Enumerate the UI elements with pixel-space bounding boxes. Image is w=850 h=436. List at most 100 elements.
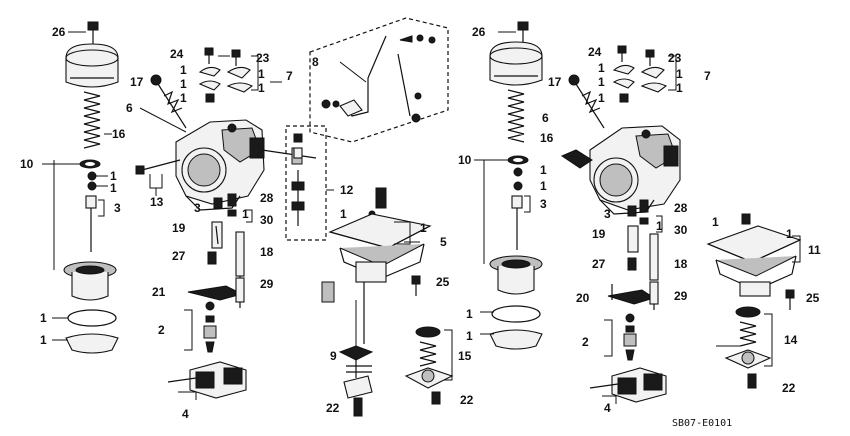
screws-clips-right (612, 45, 677, 103)
label-14: 14 (784, 333, 798, 347)
label-23-left: 23 (256, 51, 270, 65)
label-1-right-k: 1 (466, 307, 473, 321)
jets-right (627, 199, 663, 281)
label-16-right: 16 (540, 131, 554, 145)
adjust-screw-right (568, 74, 605, 129)
label-8: 8 (312, 55, 319, 69)
screws-clips-left (198, 47, 259, 103)
label-1-left-i: 1 (340, 207, 347, 221)
label-24-right: 24 (588, 45, 602, 59)
label-27-right: 27 (592, 257, 606, 271)
label-5: 5 (440, 235, 447, 249)
label-19-left: 19 (172, 221, 186, 235)
label-22-right: 22 (782, 381, 796, 395)
label-1-left-e: 1 (258, 81, 265, 95)
label-1-left-l: 1 (40, 333, 47, 347)
label-1-right-g: 1 (540, 179, 547, 193)
label-1-left-k: 1 (40, 311, 47, 325)
screw-25-left (411, 275, 421, 296)
pump-14-right (716, 306, 773, 389)
label-26-left: 26 (52, 25, 66, 39)
label-1-right-l: 1 (466, 329, 473, 343)
label-1-right-a: 1 (598, 61, 605, 75)
label-20: 20 (576, 291, 590, 305)
label-16-left: 16 (112, 127, 126, 141)
long-screw-13 (135, 159, 181, 196)
spring-16-left (83, 91, 112, 149)
label-19-right: 19 (592, 227, 606, 241)
label-11: 11 (808, 243, 821, 257)
dome-cap-left (65, 43, 119, 88)
label-28-right: 28 (674, 201, 688, 215)
label-22-left-a: 22 (326, 401, 340, 415)
label-4-right: 4 (604, 401, 611, 415)
label-6-right: 6 (542, 111, 549, 125)
label-21: 21 (152, 285, 166, 299)
screw-25-right (785, 289, 795, 310)
choke-kit-8 (309, 17, 449, 143)
label-18-left: 18 (260, 245, 274, 259)
jets-left (207, 193, 253, 284)
label-30-left: 30 (260, 213, 274, 227)
float-4-right (589, 367, 667, 404)
label-25-right: 25 (806, 291, 820, 305)
label-17-left: 17 (130, 75, 144, 89)
pump-kit-12 (285, 125, 334, 241)
oring-cover-left (52, 309, 119, 354)
label-7-right: 7 (704, 69, 711, 83)
label-1-right-e: 1 (676, 81, 683, 95)
label-1-right-d: 1 (676, 67, 683, 81)
label-10-right: 10 (458, 153, 472, 167)
dome-cap-right (489, 41, 543, 86)
label-29-left: 29 (260, 277, 274, 291)
screw-26-right (498, 21, 529, 44)
label-3-right: 3 (540, 197, 547, 211)
needle-parts-right (511, 167, 531, 250)
piston-left (53, 160, 117, 301)
label-2-left: 2 (158, 323, 165, 337)
reference-code: SB07-E0101 (672, 418, 732, 429)
label-18-right: 18 (674, 257, 688, 271)
label-3-right-b: 3 (604, 207, 611, 221)
label-1-right-f: 1 (540, 163, 547, 177)
label-1-right-c: 1 (598, 91, 605, 105)
float-bowl-11-right (706, 213, 802, 297)
label-1-left-b: 1 (180, 77, 187, 91)
label-27-left: 27 (172, 249, 186, 263)
label-25-left: 25 (436, 275, 450, 289)
label-1-left-f: 1 (110, 169, 117, 183)
oring-cover-right (480, 305, 543, 350)
screw-26-left (68, 21, 99, 44)
float-4-left (167, 361, 247, 400)
left-assembly (42, 17, 454, 417)
float-lever-right (607, 281, 659, 310)
washer-10-right (474, 155, 529, 165)
label-1-right-j: 1 (786, 227, 793, 241)
label-7-left: 7 (286, 69, 293, 83)
label-13: 13 (150, 195, 164, 209)
label-17-right: 17 (548, 75, 562, 89)
label-1-right-i: 1 (712, 215, 719, 229)
pilot-jet-2-left (184, 301, 217, 353)
label-28-left: 28 (260, 191, 274, 205)
label-3-left: 3 (114, 201, 121, 215)
label-1-right-h: 1 (656, 219, 663, 233)
pilot-jet-2-right (604, 313, 637, 361)
label-1-left-g: 1 (110, 181, 117, 195)
label-6-left: 6 (126, 101, 133, 115)
label-1-left-d: 1 (258, 67, 265, 81)
label-1-left-c: 1 (180, 91, 187, 105)
label-1-left-j: 1 (420, 221, 427, 235)
needle-parts-left (85, 171, 108, 252)
valve-9 (338, 345, 374, 417)
label-12: 12 (340, 183, 354, 197)
float-lever-left (187, 277, 245, 308)
label-24-left: 24 (170, 47, 184, 61)
carb-body-left (175, 119, 317, 211)
washer-10-left (42, 159, 101, 169)
callout-labels: 26 24 23 7 17 6 16 10 3 13 28 30 19 27 1… (20, 25, 821, 429)
label-10-left: 10 (20, 157, 34, 171)
adjust-screw-left (139, 74, 187, 133)
